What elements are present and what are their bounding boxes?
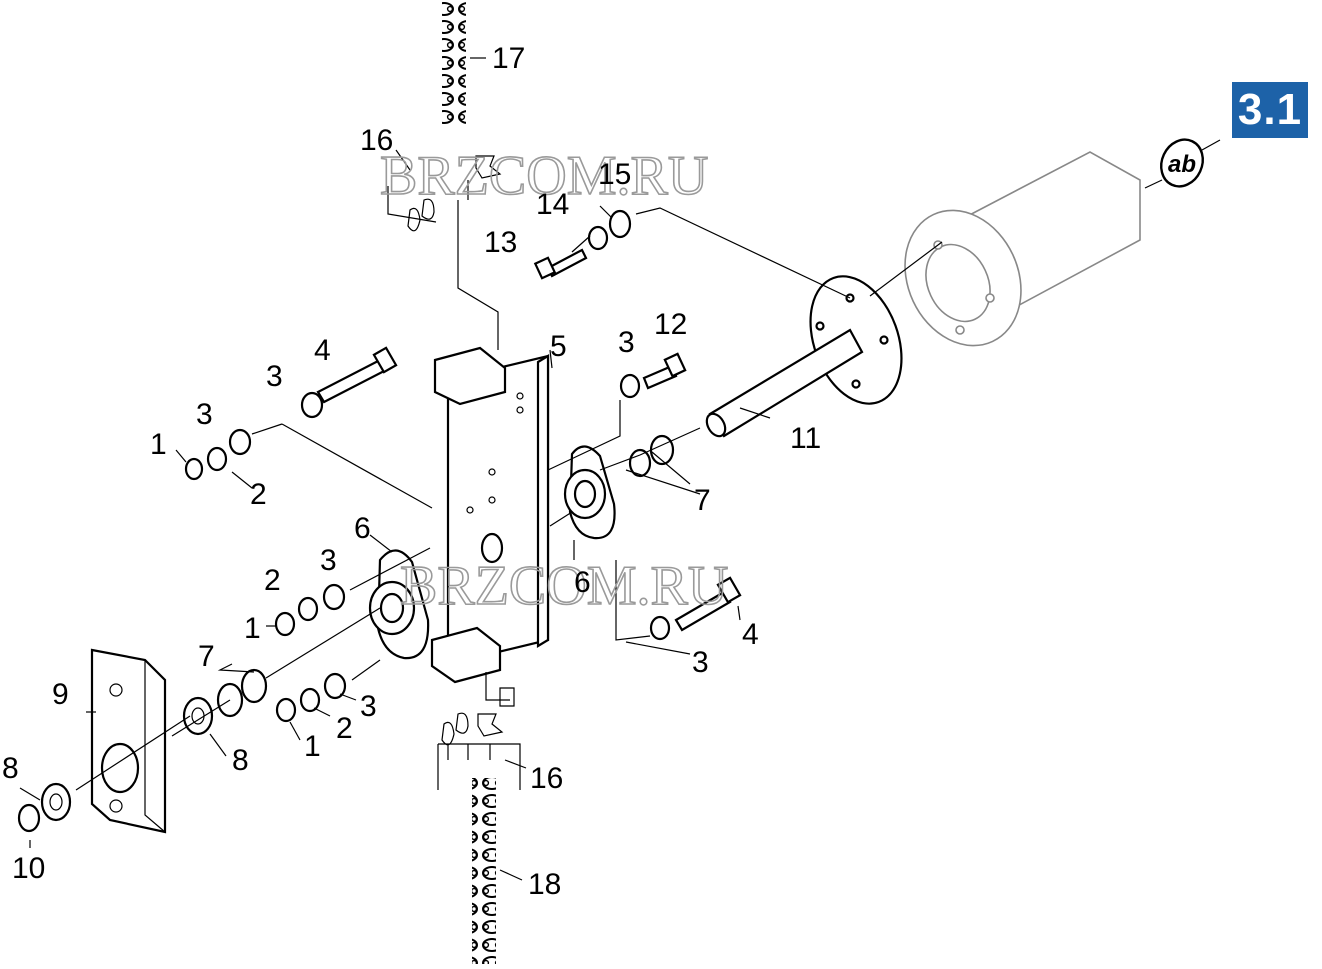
callout-5: 5 (550, 330, 567, 363)
watermark-upper: BRZCOM.RU (380, 145, 708, 207)
callout-1-a: 1 (150, 428, 167, 461)
callout-13: 13 (484, 226, 517, 259)
callout-7-right: 7 (694, 484, 711, 517)
callout-4-lower: 4 (742, 618, 759, 651)
section-badge: 3.1 (1232, 82, 1308, 138)
callout-3-a: 3 (266, 360, 283, 393)
flange-bearing-6-lower (368, 549, 430, 660)
callout-2-c: 2 (336, 712, 353, 745)
callout-3-f: 3 (360, 690, 377, 723)
callout-2-a: 2 (250, 478, 267, 511)
callout-1-c: 1 (304, 730, 321, 763)
callout-6-left: 6 (354, 512, 371, 545)
callout-4-upper: 4 (314, 334, 331, 367)
callout-11: 11 (790, 422, 821, 455)
flange-bearing-6-upper (563, 445, 616, 540)
chain-17 (442, 0, 466, 126)
callout-9: 9 (52, 678, 69, 711)
callout-12: 12 (654, 308, 687, 341)
leader-lines (19, 57, 1221, 881)
callout-8-right: 8 (232, 744, 249, 777)
bearing-block-9 (90, 648, 167, 834)
hardware-parts (17, 155, 742, 833)
callout-17: 17 (492, 42, 525, 75)
callout-3-b: 3 (196, 398, 213, 431)
shaft-11 (705, 275, 903, 438)
callout-16-bottom: 16 (530, 762, 563, 795)
callout-3-e: 3 (692, 646, 709, 679)
callout-6-center: 6 (574, 566, 591, 599)
watermark-lower: BRZCOM.RU (400, 555, 728, 617)
connector-ab-label: ab (1168, 151, 1196, 178)
callout-18: 18 (528, 868, 561, 901)
callout-15: 15 (598, 158, 631, 191)
callout-16-top: 16 (360, 124, 393, 157)
callout-7-left: 7 (198, 640, 215, 673)
callout-2-b: 2 (264, 564, 281, 597)
motor-housing (904, 151, 1141, 347)
callout-8-left: 8 (2, 752, 19, 785)
callout-10: 10 (12, 852, 45, 885)
callout-1-b: 1 (244, 612, 261, 645)
callout-3-d: 3 (320, 544, 337, 577)
callout-labels: 17 16 15 14 13 12 5 4 3 3 3 1 2 11 7 6 3… (2, 42, 821, 901)
mounting-plate-5 (430, 346, 550, 684)
callout-3-c: 3 (618, 326, 635, 359)
connector-ab: ab (1160, 138, 1204, 188)
chain-18 (472, 778, 496, 964)
callout-14: 14 (536, 188, 569, 221)
